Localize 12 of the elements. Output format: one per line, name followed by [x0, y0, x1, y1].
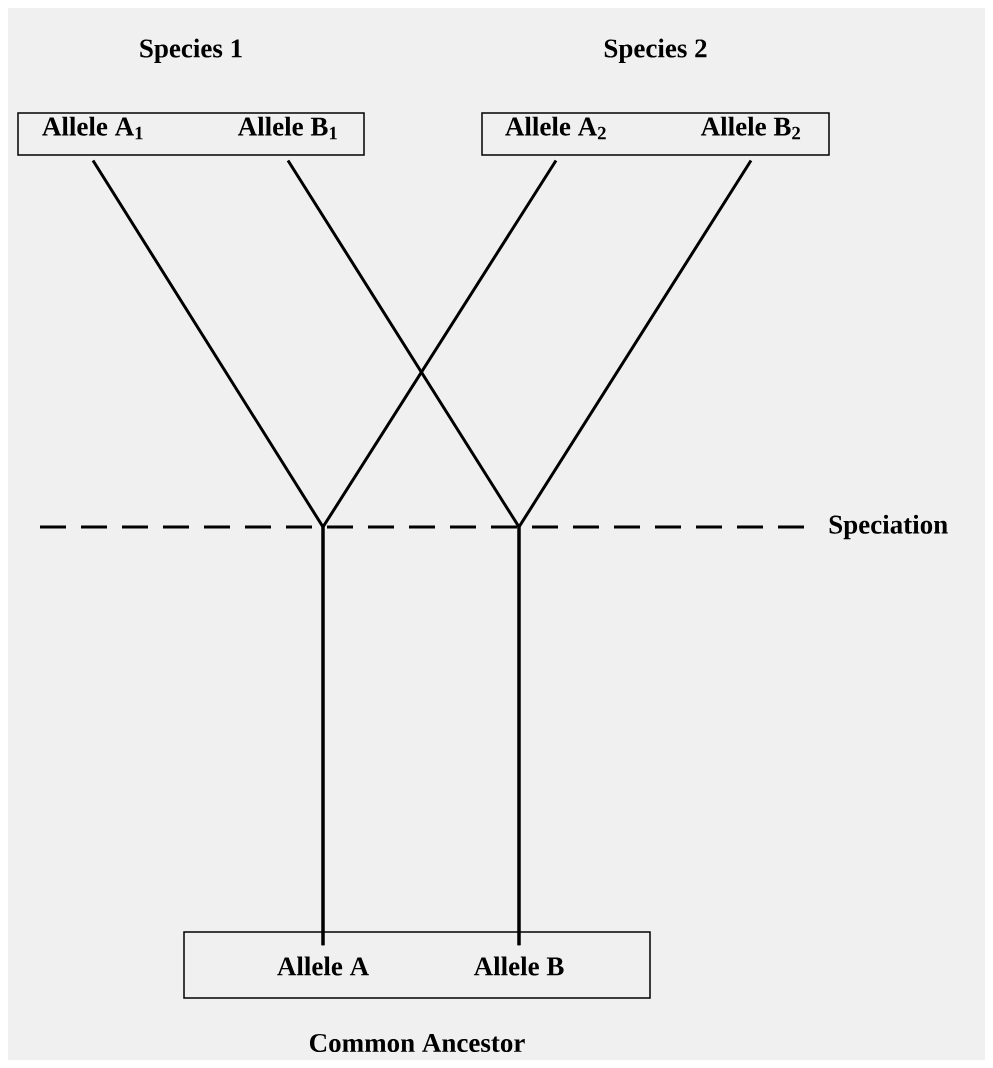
allele-label: Allele A	[277, 956, 369, 976]
node-label: Species 2	[604, 38, 707, 64]
speciation-label: Speciation	[829, 514, 948, 540]
allele-label: Allele B	[473, 956, 564, 976]
node-label: Common Ancestor	[309, 1033, 525, 1053]
allele-label: Allele B$_{1}$	[237, 116, 337, 140]
branch-line	[321, 159, 558, 946]
allele-label: Allele B$_{2}$	[700, 116, 801, 140]
node-label: Species 1	[140, 38, 242, 64]
allele-label: Allele A$_{2}$	[505, 116, 606, 140]
branch-line	[517, 159, 753, 946]
allele-label: Allele A$_{1}$	[42, 116, 143, 140]
